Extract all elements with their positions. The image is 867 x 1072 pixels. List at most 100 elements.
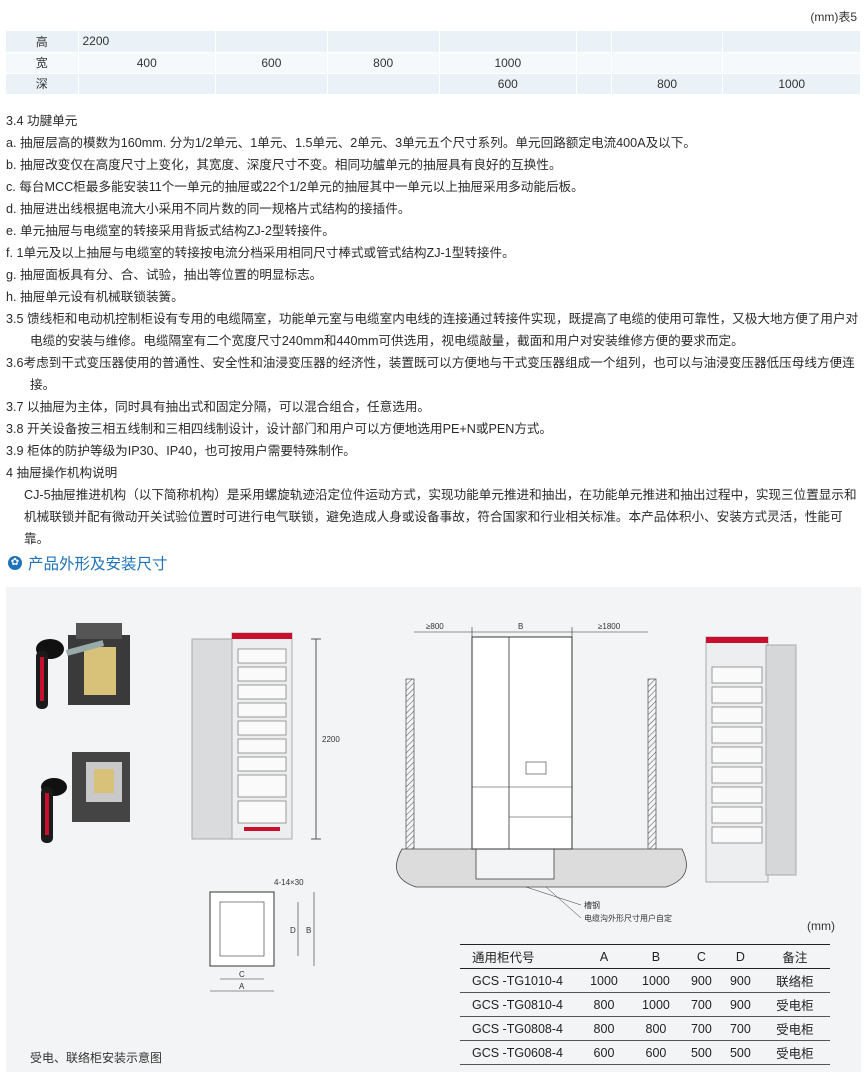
- dim-b-label: B: [518, 622, 523, 631]
- paragraph: 3.7 以抽屉为主体，同时具有抽出式和固定分隔，可以混合组合，任意选用。: [6, 400, 431, 414]
- size-cell: [327, 31, 440, 53]
- size-cell: [722, 31, 861, 53]
- spec-header: 备注: [759, 944, 830, 969]
- dim-left-clearance-label: ≥800: [426, 622, 444, 631]
- figure-illustrations: 2200 ≥800 B ≥1800 槽钢 电缆沟外形尺寸用户自定 4-14×30…: [36, 622, 797, 992]
- spec-cell: GCS -TG0808-4: [460, 1016, 578, 1041]
- dim-b2-label: B: [306, 926, 311, 935]
- spec-cell: 受电柜: [759, 1016, 830, 1041]
- paragraph: 3.8 开关设备按三相五线制和三相四线制设计，设计部门和用户可以方便地选用PE+…: [6, 422, 553, 436]
- size-cell: 600: [439, 73, 578, 95]
- spec-cell: 900: [720, 968, 760, 993]
- paragraph: c. 每台MCC柜最多能安装11个一单元的抽屉或22个1/2单元的抽屉其中一单元…: [6, 180, 584, 194]
- paragraph: e. 单元抽屉与电缆室的转接采用背扳式结构ZJ-2型转接件。: [6, 224, 335, 238]
- spec-cell: 500: [720, 1040, 760, 1065]
- size-cell: 2200: [78, 31, 216, 53]
- spec-cell: 1000: [629, 968, 682, 993]
- size-cell: 800: [611, 73, 724, 95]
- section-title-text: 产品外形及安装尺寸: [28, 556, 168, 573]
- size-cell: [611, 31, 724, 53]
- paragraph: 4 抽屉操作机构说明: [6, 466, 118, 480]
- paragraph: a. 抽屉层高的模数为160mm. 分为1/2单元、1单元、1.5单元、2单元、…: [6, 136, 696, 150]
- size-cell: 1000: [439, 52, 578, 74]
- channel-steel-label: 槽钢: [584, 900, 600, 910]
- dim-d-label: D: [290, 926, 296, 935]
- spec-header: B: [629, 944, 682, 969]
- spec-cell: 800: [578, 1016, 630, 1041]
- size-cell: [576, 31, 612, 53]
- dim-right-clearance-label: ≥1800: [598, 622, 621, 631]
- size-row-label: 深: [6, 73, 79, 95]
- spec-header: C: [681, 944, 721, 969]
- paragraph: g. 抽屉面板具有分、合、试验，抽出等位置的明显标志。: [6, 268, 323, 282]
- size-cell: [576, 73, 612, 95]
- size-cell: 800: [327, 52, 440, 74]
- spec-cell: 1000: [578, 968, 630, 993]
- paragraph: CJ-5抽屉推进机构（以下简称机构）是采用螺旋轨迹沿定位件运动方式，实现功能单元…: [24, 488, 857, 546]
- spec-cell: 700: [720, 1016, 760, 1041]
- size-cell: [576, 52, 612, 74]
- size-row-label: 高: [6, 31, 79, 53]
- dim-a-label: A: [239, 982, 245, 991]
- text-block: 3.4 功腱单元 a. 抽屉层高的模数为160mm. 分为1/2单元、1单元、1…: [6, 110, 861, 550]
- star-circle-icon: ✿: [8, 556, 22, 570]
- switch-disconnector-image-2: [41, 752, 130, 843]
- spec-header: D: [720, 944, 760, 969]
- size-cell: 400: [78, 52, 216, 74]
- paragraph: 3.5 馈线柜和电动机控制柜设有专用的电缆隔室，功能单元室与电缆室内电线的连接通…: [6, 312, 859, 348]
- spec-header: A: [578, 944, 630, 969]
- spec-cell: GCS -TG0608-4: [460, 1040, 578, 1065]
- figure-panel: 2200 ≥800 B ≥1800 槽钢 电缆沟外形尺寸用户自定 4-14×30…: [6, 587, 861, 1072]
- spec-cell: 800: [629, 1016, 682, 1041]
- spec-cell: GCS -TG0810-4: [460, 992, 578, 1017]
- size-cell: [439, 31, 578, 53]
- spec-cell: 700: [681, 1016, 721, 1041]
- size-cell: [215, 73, 328, 95]
- section-title: ✿ 产品外形及安装尺寸: [8, 552, 168, 574]
- size-cell: [215, 31, 328, 53]
- spec-cell: 600: [578, 1040, 630, 1065]
- paragraph: 3.6考虑到干式变压器使用的普通性、安全性和油浸变压器的经济性，装置既可以方便地…: [6, 356, 855, 392]
- figure-caption: 受电、联络柜安装示意图: [30, 1051, 163, 1065]
- size-cell: 600: [215, 52, 328, 74]
- installation-front-drawing: [396, 627, 687, 919]
- spec-cell: 联络柜: [759, 968, 830, 993]
- spec-cell: 受电柜: [759, 1040, 830, 1065]
- dim-c-label: C: [239, 970, 245, 979]
- paragraph: 3.9 柜体的防护等级为IP30、IP40，也可按用户需要特殊制作。: [6, 444, 356, 458]
- size-cell: [327, 73, 440, 95]
- size-cell: 1000: [722, 73, 861, 95]
- spec-cell: 900: [720, 992, 760, 1017]
- spec-cell: GCS -TG1010-4: [460, 968, 578, 993]
- paragraph: f. 1单元及以上抽屉与电缆室的转接按电流分档采用相同尺寸棒式或管式结构ZJ-1…: [6, 246, 515, 260]
- unit-note: (mm)表5: [810, 10, 857, 24]
- size-cell: [722, 52, 861, 74]
- spec-cell: 600: [629, 1040, 682, 1065]
- spec-cell: 受电柜: [759, 992, 830, 1017]
- size-cell: [78, 73, 216, 95]
- paragraph: b. 抽屉改变仅在高度尺寸上变化，其宽度、深度尺寸不变。相同功艫单元的抽屉具有良…: [6, 158, 562, 172]
- spec-unit: (mm): [807, 919, 835, 933]
- spec-cell: 900: [681, 968, 721, 993]
- spec-cell: 800: [578, 992, 630, 1017]
- cabinet-photo-right: [705, 636, 797, 883]
- size-cell: [611, 52, 724, 74]
- paragraph: h. 抽屉单元设有机械联锁装簧。: [6, 290, 184, 304]
- spec-cell: 1000: [629, 992, 682, 1017]
- spec-header: 通用柜代号: [460, 944, 578, 969]
- installation-plan-drawing: [209, 891, 315, 992]
- switch-disconnector-image-1: [36, 623, 130, 709]
- holes-label: 4-14×30: [274, 878, 304, 887]
- paragraph: 3.4 功腱单元: [6, 114, 78, 128]
- cabinet-photo-left: [191, 632, 321, 840]
- spec-cell: 700: [681, 992, 721, 1017]
- spec-cell: 500: [681, 1040, 721, 1065]
- paragraph: d. 抽屉进出线根据电流大小采用不同片数的同一规格片式结构的接插件。: [6, 202, 411, 216]
